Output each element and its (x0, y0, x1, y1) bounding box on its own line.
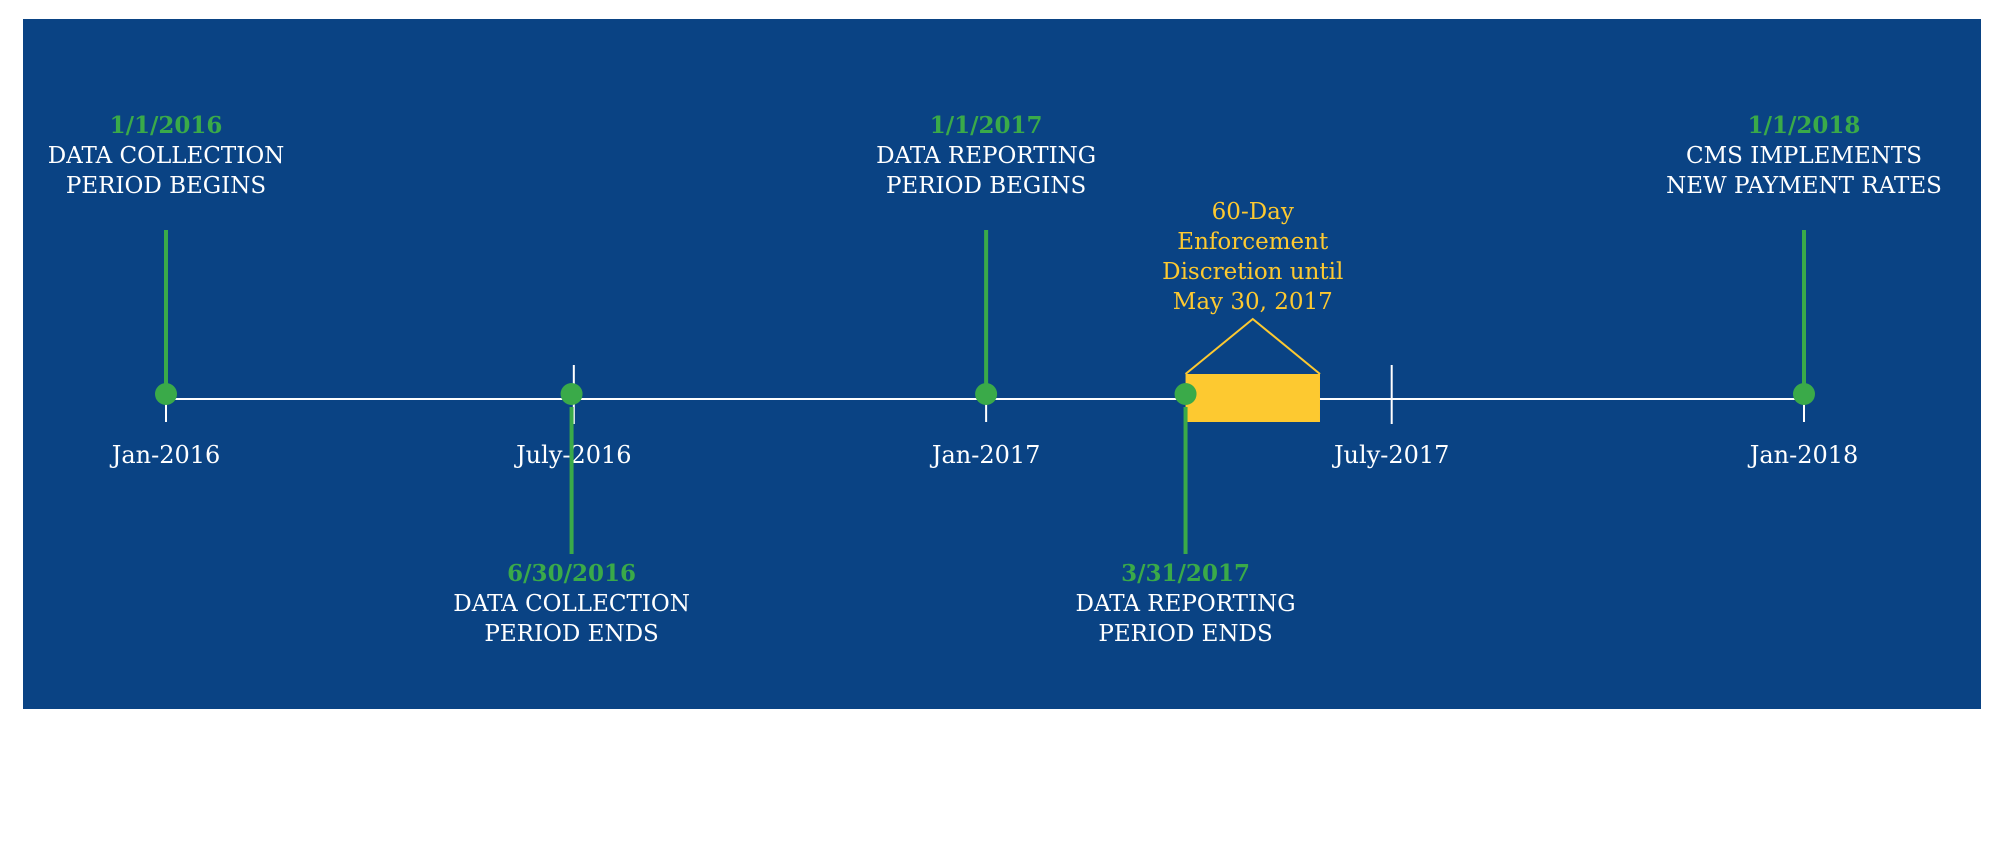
enforcement-note-line: Enforcement (1177, 229, 1329, 255)
milestone-description-line: DATA COLLECTION (453, 591, 690, 617)
milestone-marker (560, 383, 583, 405)
tick-label: July-2017 (1331, 441, 1450, 469)
milestone-description-line: PERIOD ENDS (1098, 621, 1272, 647)
milestone-marker (155, 383, 177, 405)
enforcement-note-line: 60-Day (1212, 199, 1294, 225)
axis-tick-2: Jan-2017 (929, 393, 1041, 469)
tick-label: Jan-2018 (1747, 441, 1859, 469)
enforcement-note-line: May 30, 2017 (1173, 289, 1333, 315)
milestone-marker (1793, 383, 1815, 405)
milestone-date: 1/1/2018 (1748, 112, 1861, 139)
milestone-description-line: NEW PAYMENT RATES (1666, 173, 1942, 199)
milestone-date: 1/1/2017 (930, 112, 1043, 139)
milestone-description-line: PERIOD ENDS (484, 621, 658, 647)
milestone-date: 3/31/2017 (1121, 560, 1250, 587)
milestone-date: 6/30/2016 (507, 560, 636, 587)
milestone-marker (975, 383, 998, 405)
milestone-description-line: DATA REPORTING (1076, 591, 1296, 617)
axis-tick-3: July-2017 (1331, 365, 1450, 469)
timeline-panel (23, 19, 1981, 709)
milestone-description-line: DATA REPORTING (876, 143, 1096, 169)
milestone-description-line: DATA COLLECTION (48, 143, 285, 169)
milestone-date: 1/1/2016 (110, 112, 223, 139)
milestone-description-line: PERIOD BEGINS (66, 173, 266, 199)
tick-label: Jan-2017 (929, 441, 1041, 469)
enforcement-note-line: Discretion until (1162, 259, 1343, 285)
milestone-description-line: PERIOD BEGINS (886, 173, 1086, 199)
enforcement-callout (1184, 317, 1321, 375)
milestone-description-line: CMS IMPLEMENTS (1686, 143, 1922, 169)
enforcement-bar (1185, 374, 1320, 422)
milestone-marker (1174, 383, 1197, 405)
axis-tick-0: Jan-2016 (109, 393, 221, 469)
tick-label: Jan-2016 (109, 441, 221, 469)
